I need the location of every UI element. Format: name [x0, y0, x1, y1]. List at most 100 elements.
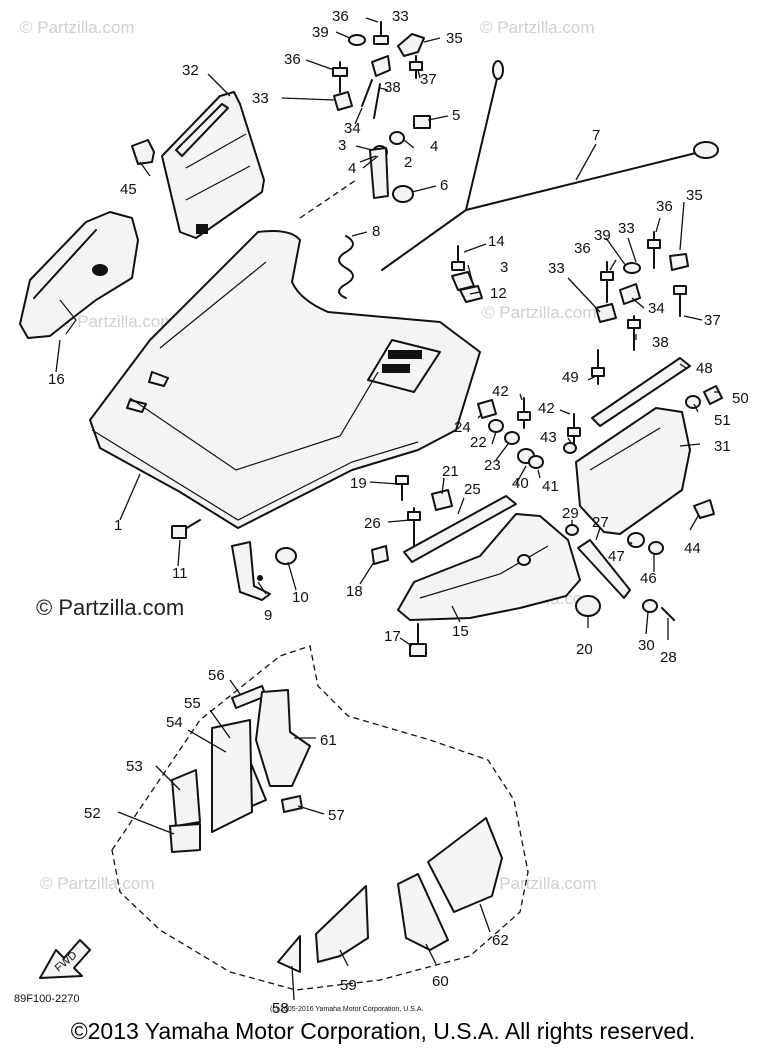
part-washer — [685, 395, 701, 409]
callout-29: 29 — [562, 505, 579, 522]
watermark: © Partzilla.com — [60, 312, 175, 331]
watermark: © Partzilla.com — [482, 874, 597, 893]
callout-28: 28 — [660, 649, 677, 666]
callout-59: 59 — [340, 977, 357, 994]
part-side-panel — [19, 211, 139, 339]
callout-36: 36 — [656, 198, 673, 215]
part-grommet — [371, 545, 389, 565]
callout-12: 12 — [490, 285, 507, 302]
callout-23: 23 — [484, 457, 501, 474]
callout-30: 30 — [638, 637, 655, 654]
part-bracket-9 — [231, 541, 271, 601]
callout-18: 18 — [346, 583, 363, 600]
part-collar — [648, 541, 664, 555]
callout-34: 34 — [344, 120, 361, 137]
callout-36: 36 — [574, 240, 591, 257]
callout-43: 43 — [540, 429, 557, 446]
callout-37: 37 — [420, 71, 437, 88]
part-clip — [693, 499, 715, 519]
callout-14: 14 — [488, 233, 505, 250]
part-washer — [642, 599, 658, 613]
callout-25: 25 — [464, 481, 481, 498]
footer-copyright: ©2013 Yamaha Motor Corporation, U.S.A. A… — [70, 1018, 696, 1044]
callout-57: 57 — [328, 807, 345, 824]
callout-54: 54 — [166, 714, 183, 731]
callout-4: 4 — [430, 138, 438, 155]
callout-20: 20 — [576, 641, 593, 658]
callout-33: 33 — [548, 260, 565, 277]
callout-56: 56 — [208, 667, 225, 684]
callout-3: 3 — [338, 137, 346, 154]
watermark: © Partzilla.com — [20, 18, 135, 37]
callout-33: 33 — [252, 90, 269, 107]
callout-33: 33 — [392, 8, 409, 25]
callout-4: 4 — [348, 160, 356, 177]
fasteners-mid — [451, 245, 483, 303]
callout-5: 5 — [452, 107, 460, 124]
callout-40: 40 — [512, 475, 529, 492]
leader-lines — [55, 17, 720, 1001]
callout-38: 38 — [652, 334, 669, 351]
fasteners-lower-left — [395, 475, 517, 563]
part-hood — [89, 179, 481, 529]
callout-51: 51 — [714, 412, 731, 429]
callout-58: 58 — [272, 1000, 289, 1017]
diagram-code: 89F100-2270 — [14, 993, 79, 1005]
fasteners-lower-mid — [477, 397, 581, 469]
part-bolt — [409, 623, 427, 657]
part-lower-cover — [397, 513, 581, 621]
part-side-cover — [575, 407, 691, 535]
callout-19: 19 — [350, 475, 367, 492]
callout-62: 62 — [492, 932, 509, 949]
callout-21: 21 — [442, 463, 459, 480]
callout-3: 3 — [500, 259, 508, 276]
part-clip — [131, 139, 155, 165]
callout-27: 27 — [592, 514, 609, 531]
callout-36: 36 — [332, 8, 349, 25]
part-screw — [703, 385, 723, 405]
fasteners-right — [591, 231, 689, 385]
part-lower-hood-outline — [111, 645, 529, 991]
part-cable — [381, 60, 719, 271]
callout-34: 34 — [648, 300, 665, 317]
callout-1: 1 — [114, 517, 122, 534]
callout-39: 39 — [594, 227, 611, 244]
part-nut-10 — [275, 547, 297, 565]
callout-17: 17 — [384, 628, 401, 645]
callout-49: 49 — [562, 369, 579, 386]
part-screw — [661, 607, 675, 621]
callout-6: 6 — [440, 177, 448, 194]
callout-60: 60 — [432, 973, 449, 990]
part-seal-strip — [577, 539, 631, 599]
callout-44: 44 — [684, 540, 701, 557]
part-cap — [575, 595, 601, 617]
callout-16: 16 — [48, 371, 65, 388]
callout-10: 10 — [292, 589, 309, 606]
callout-47: 47 — [608, 548, 625, 565]
watermark: © Partzilla.com — [482, 303, 597, 322]
callout-45: 45 — [120, 181, 137, 198]
callout-42: 42 — [538, 400, 555, 417]
part-nut — [565, 524, 579, 536]
callout-37: 37 — [704, 312, 721, 329]
small-copyright: (c) 2005-2016 Yamaha Motor Corporation, … — [270, 1006, 423, 1013]
part-bolt-11 — [171, 519, 201, 539]
parts-inner-panels — [169, 685, 503, 973]
callout-33: 33 — [618, 220, 635, 237]
callout-2: 2 — [404, 154, 412, 171]
callout-42: 42 — [492, 383, 509, 400]
callout-35: 35 — [446, 30, 463, 47]
callout-31: 31 — [714, 438, 731, 455]
watermarks: © Partzilla.com © Partzilla.com © Partzi… — [20, 18, 597, 893]
callout-36: 36 — [284, 51, 301, 68]
watermark: © Partzilla.com — [40, 874, 155, 893]
fwd-arrow: FWD — [39, 939, 91, 979]
callout-61: 61 — [320, 732, 337, 749]
watermark: © Partzilla.com — [480, 18, 595, 37]
part-bar — [591, 357, 691, 427]
callout-8: 8 — [372, 223, 380, 240]
callout-50: 50 — [732, 390, 749, 407]
callout-55: 55 — [184, 695, 201, 712]
callout-15: 15 — [452, 623, 469, 640]
